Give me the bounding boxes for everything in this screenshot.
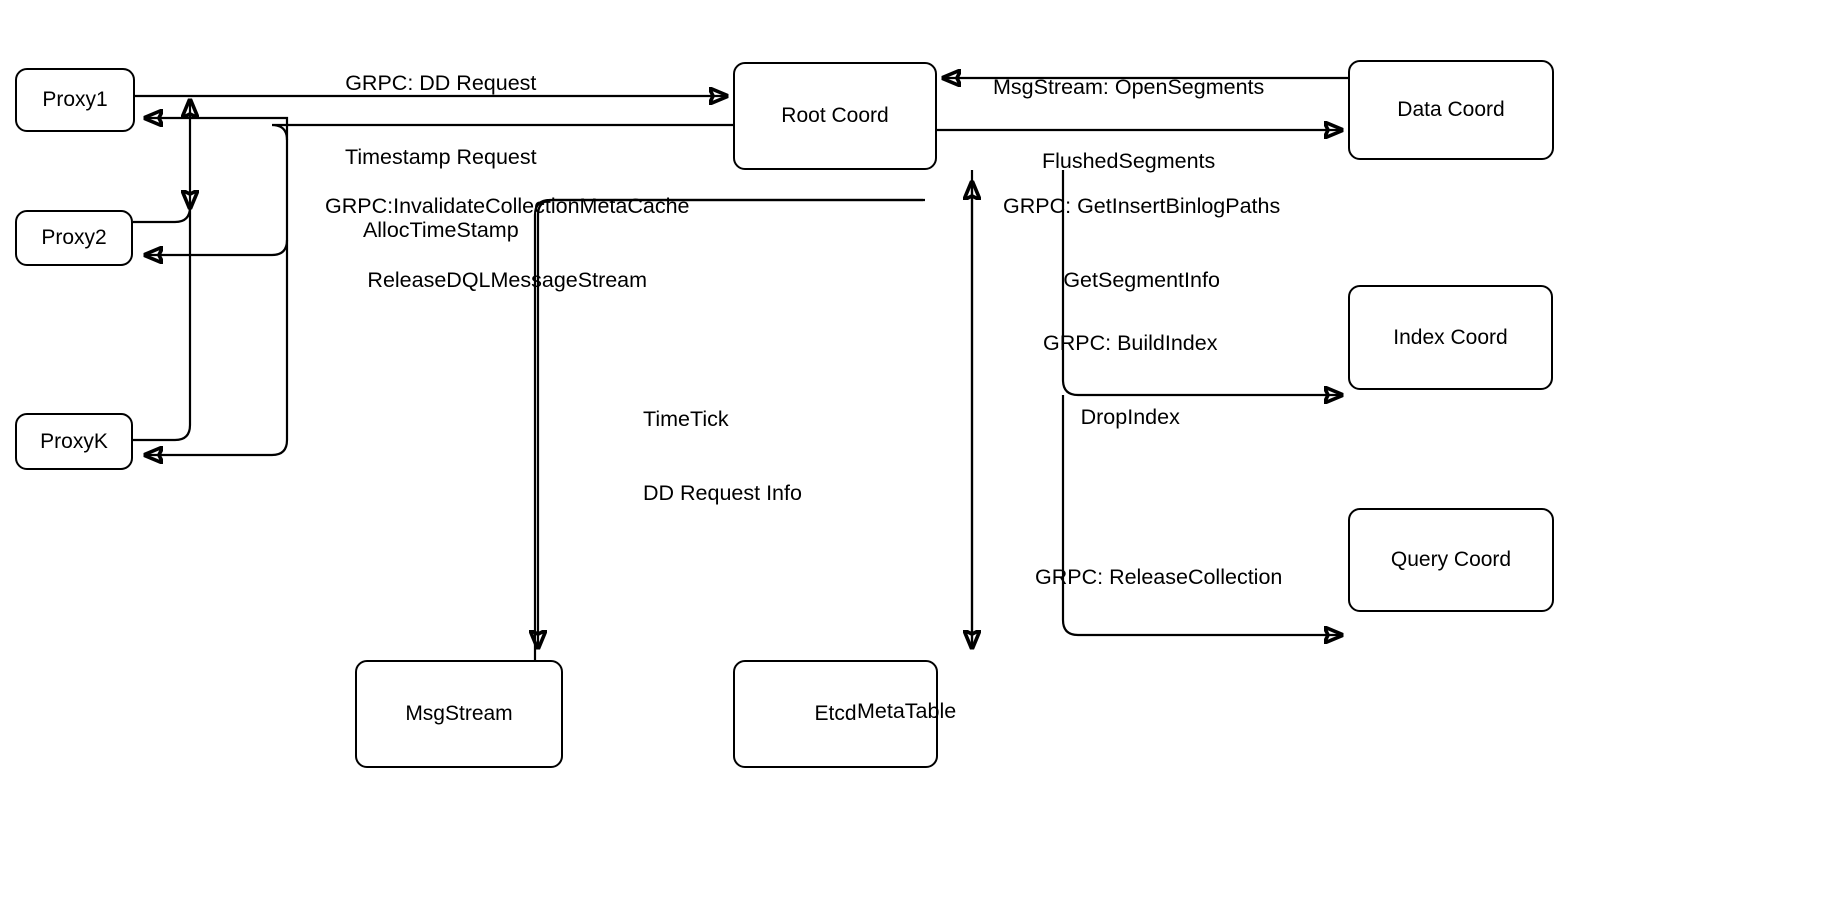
edge-label-root-to-etcd: MetaTable	[857, 650, 956, 773]
edge-label-line: DropIndex	[1080, 404, 1180, 429]
node-index-coord-label: Index Coord	[1393, 325, 1508, 349]
wire-bus-to-proxy1	[145, 118, 289, 140]
node-data-coord[interactable]: Data Coord	[1348, 60, 1554, 160]
edge-label-root-to-indexcoord: GRPC: BuildIndex DropIndex	[1043, 282, 1217, 478]
wire-bus-to-proxy2	[145, 239, 289, 255]
edge-label-root-to-msgstream: TimeTick DD Request Info	[643, 358, 802, 554]
edge-label-line: GRPC: BuildIndex	[1043, 331, 1218, 355]
node-etcd-label: Etcd	[814, 702, 857, 726]
wire-proxy2-to-bus	[133, 207, 190, 224]
edge-label-proxy-to-root: GRPC: DD Request Timestamp Request Alloc…	[345, 22, 537, 292]
node-proxy2[interactable]: Proxy2	[15, 210, 133, 266]
node-data-coord-label: Data Coord	[1397, 98, 1505, 122]
node-proxy1-label: Proxy1	[42, 88, 108, 112]
node-etcd[interactable]: Etcd	[733, 660, 938, 768]
edge-label-datacoord-to-root: MsgStream: OpenSegments FlushedSegments	[993, 26, 1264, 222]
edge-label-line: AllocTimeStamp	[362, 218, 519, 242]
node-proxy2-label: Proxy2	[41, 226, 107, 250]
edge-label-root-to-proxy: GRPC:InvalidateCollectionMetaCache Relea…	[325, 145, 689, 341]
edge-label-root-to-querycoord: GRPC: ReleaseCollection	[1035, 516, 1282, 639]
edge-label-line: Timestamp Request	[345, 144, 537, 169]
edge-label-line: GetSegmentInfo	[1063, 267, 1220, 292]
edge-label-root-to-datacoord: GRPC: GetInsertBinlogPaths GetSegmentInf…	[1003, 145, 1280, 341]
wire-proxyk-to-bus	[133, 240, 192, 442]
node-root-coord[interactable]: Root Coord	[733, 62, 937, 170]
node-msgstream[interactable]: MsgStream	[355, 660, 563, 768]
node-proxyk-label: ProxyK	[40, 429, 108, 453]
edge-label-line: ReleaseDQLMessageStream	[367, 267, 648, 292]
node-root-coord-label: Root Coord	[781, 104, 889, 128]
edge-label-line: FlushedSegments	[1041, 148, 1216, 173]
edge-label-line: TimeTick	[643, 407, 729, 431]
edge-label-line: GRPC: DD Request	[345, 71, 537, 95]
edge-label-line: DD Request Info	[643, 480, 802, 505]
node-index-coord[interactable]: Index Coord	[1348, 285, 1553, 390]
node-query-coord-label: Query Coord	[1390, 548, 1512, 572]
node-proxyk[interactable]: ProxyK	[15, 413, 133, 470]
edge-label-line: GRPC: ReleaseCollection	[1035, 565, 1283, 589]
edge-label-line: MsgStream: OpenSegments	[993, 75, 1265, 99]
node-proxy1[interactable]: Proxy1	[15, 68, 135, 132]
edge-label-line: GRPC: GetInsertBinlogPaths	[1003, 194, 1281, 218]
node-msgstream-label: MsgStream	[405, 702, 513, 726]
node-query-coord[interactable]: Query Coord	[1348, 508, 1554, 612]
edge-label-line: GRPC:InvalidateCollectionMetaCache	[325, 194, 690, 218]
edge-label-line: MetaTable	[857, 699, 957, 723]
